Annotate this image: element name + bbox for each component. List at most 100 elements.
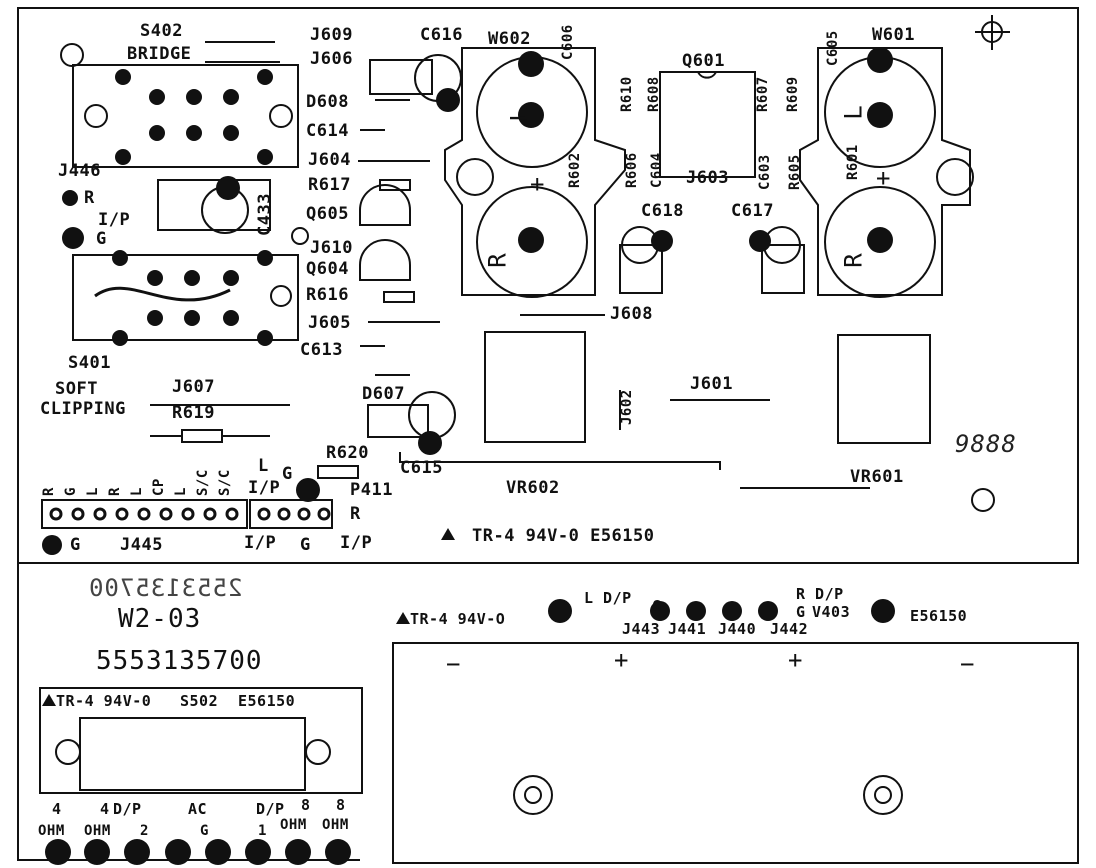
potentiometer-vr601 (837, 334, 931, 444)
speaker-bottom-label: 8 (301, 796, 311, 814)
label-r601: R601 (845, 144, 861, 180)
label-j446: J446 (58, 161, 101, 181)
label-j601: J601 (690, 374, 733, 394)
label-p411-r: R (350, 504, 361, 524)
capacitor-c615 (408, 391, 456, 439)
j445-pin-label: R (107, 487, 123, 496)
j445-pin-label: L (173, 487, 189, 496)
label-r619: R619 (172, 403, 215, 423)
label-j607: J607 (172, 377, 215, 397)
speaker-bottom-label: 4 (52, 800, 62, 818)
label-version: W2-03 (118, 604, 202, 634)
speaker-ohm-label: 2 (140, 823, 149, 839)
label-minus-left: − (446, 650, 462, 678)
label-ip-input: I/P (98, 210, 131, 230)
j445-pin-label: R (41, 487, 57, 496)
warning-triangle (396, 612, 410, 624)
capacitor-c433-outline (157, 179, 271, 231)
label-p411-l: L (258, 456, 269, 476)
label-p411-ip-right: I/P (340, 533, 373, 553)
label-c614: C614 (306, 121, 349, 141)
resistor-r617 (379, 179, 411, 191)
heatsink-w602 (444, 47, 626, 296)
label-plus-left-out: + (614, 646, 630, 674)
board-outline-lower (17, 563, 360, 861)
label-q605: Q605 (306, 204, 349, 224)
mounting-hole (60, 43, 84, 67)
resistor-r619 (181, 429, 223, 443)
solder-pads (42, 47, 895, 865)
warning-triangle (42, 694, 56, 706)
label-c618: C618 (641, 201, 684, 221)
label-speaker-e56150: E56150 (238, 692, 296, 710)
label-c606: C606 (560, 24, 576, 60)
label-speaker-marking: TR-4 94V-0 (56, 692, 152, 710)
label-d607: D607 (362, 384, 405, 404)
label-q604: Q604 (306, 259, 349, 279)
speaker-ohm-label: OHM (280, 817, 307, 833)
label-c603: C603 (757, 154, 773, 190)
label-r616: R616 (306, 285, 349, 305)
speaker-bottom-label: AC (188, 800, 208, 818)
connector-p411-body (249, 499, 333, 529)
heatsink-w601 (799, 47, 971, 296)
label-r-op: R D/P (796, 585, 844, 603)
j445-pin-label: S/C (195, 469, 211, 496)
label-p411-ip: I/P (248, 478, 281, 498)
label-w601: W601 (872, 25, 915, 45)
label-j445-g: G (70, 535, 81, 555)
code-mirrored: 2553135700 (88, 574, 243, 602)
label-s401: S401 (68, 353, 111, 373)
j445-pin-pads (49, 507, 331, 521)
resistor-r616 (383, 291, 415, 303)
transistor-q604 (359, 239, 411, 281)
label-r605: R605 (787, 154, 803, 190)
label-l-right: L (839, 104, 868, 120)
label-nines: 9888 (955, 430, 1017, 458)
transistor-q605 (359, 184, 411, 226)
label-c433: C433 (255, 193, 275, 236)
label-r609: R609 (785, 76, 801, 112)
label-r-right: R (839, 252, 868, 268)
label-j602: J602 (619, 389, 635, 425)
speaker-ohm-label: OHM (322, 817, 349, 833)
j445-pin-label: G (63, 487, 79, 496)
speaker-ohm-label: G (200, 823, 209, 839)
resistor-r620 (317, 465, 359, 479)
mount-hole-right (863, 775, 903, 815)
board-outline (17, 7, 1079, 564)
label-w602: W602 (488, 29, 531, 49)
label-plus-right: + (876, 164, 892, 192)
label-c617: C617 (731, 201, 774, 221)
j445-pin-label: S/C (217, 469, 233, 496)
j445-pin-label: CP (151, 478, 167, 496)
mount-hole-left (513, 775, 553, 815)
label-vr602: VR602 (506, 478, 560, 498)
speaker-terminal-block (39, 687, 363, 794)
output-connector-label: J440 (718, 620, 757, 638)
label-c616: C616 (420, 25, 463, 45)
label-output-marking: TR-4 94V-O (410, 610, 506, 628)
label-p411-ip-left: I/P (244, 533, 277, 553)
label-p411-g-bottom: G (300, 535, 311, 555)
warning-triangle (441, 528, 455, 540)
output-heatsink-region (392, 642, 1079, 864)
switch-s402 (72, 64, 299, 168)
label-vr601: VR601 (850, 467, 904, 487)
label-marking-main: TR-4 94V-0 E56150 (472, 526, 655, 546)
potentiometer-vr602 (484, 331, 586, 443)
label-r608: R608 (646, 76, 662, 112)
label-r-input: R (84, 188, 95, 208)
label-r620: R620 (326, 443, 369, 463)
output-connector-label: J443 (622, 620, 661, 638)
label-s502: S502 (180, 692, 219, 710)
connector-j445-body (41, 499, 248, 529)
label-c615: C615 (400, 458, 443, 478)
speaker-ohm-label: OHM (84, 823, 111, 839)
speaker-bottom-label: D/P (113, 800, 142, 818)
label-v403: V403 (812, 603, 851, 621)
output-connector-label: J442 (770, 620, 809, 638)
label-bridge: BRIDGE (127, 44, 192, 64)
switch-s401 (72, 254, 299, 341)
